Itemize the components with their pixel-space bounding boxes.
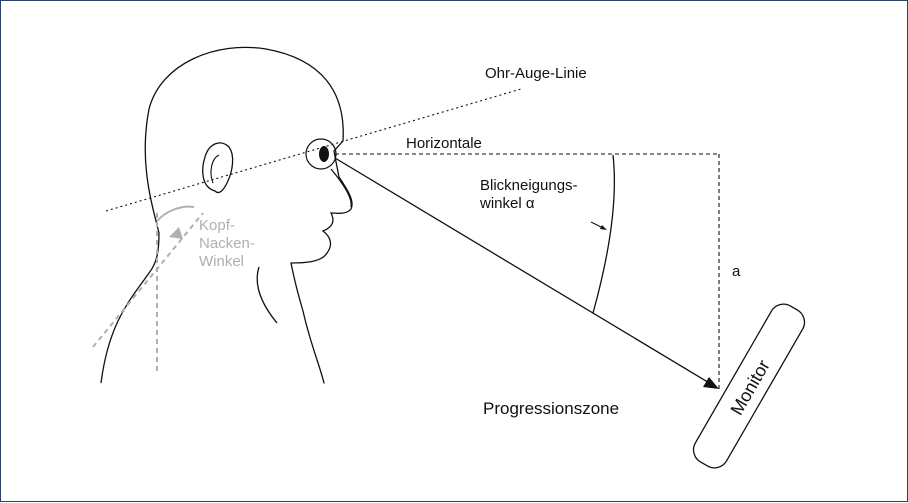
label-progressionszone: Progressionszone bbox=[483, 399, 619, 419]
kopf-nacken-arc bbox=[157, 207, 194, 221]
gaze-arrowhead bbox=[703, 377, 719, 389]
label-ohr-auge-linie: Ohr-Auge-Linie bbox=[485, 65, 587, 82]
label-a: a bbox=[732, 263, 740, 280]
ear-outline bbox=[203, 143, 233, 193]
label-nacken: Nacken- bbox=[199, 235, 255, 252]
label-horizontale: Horizontale bbox=[406, 135, 482, 152]
kopf-nacken-neck-axis bbox=[93, 213, 203, 347]
nose-line bbox=[331, 169, 351, 207]
label-kopf: Kopf- bbox=[199, 217, 235, 234]
label-winkel: Winkel bbox=[199, 253, 244, 270]
label-blickneigungswinkel-2: winkel α bbox=[480, 195, 535, 212]
neck-back bbox=[101, 233, 159, 383]
angle-arc bbox=[593, 155, 614, 313]
head-outline bbox=[145, 47, 352, 383]
eye-pupil bbox=[319, 146, 329, 162]
kopf-nacken-arrowhead bbox=[169, 227, 183, 239]
label-blickneigungswinkel-1: Blickneigungs- bbox=[480, 177, 578, 194]
angle-pointer-head bbox=[600, 225, 607, 230]
throat-line bbox=[257, 267, 277, 323]
ear-inner bbox=[211, 155, 219, 183]
